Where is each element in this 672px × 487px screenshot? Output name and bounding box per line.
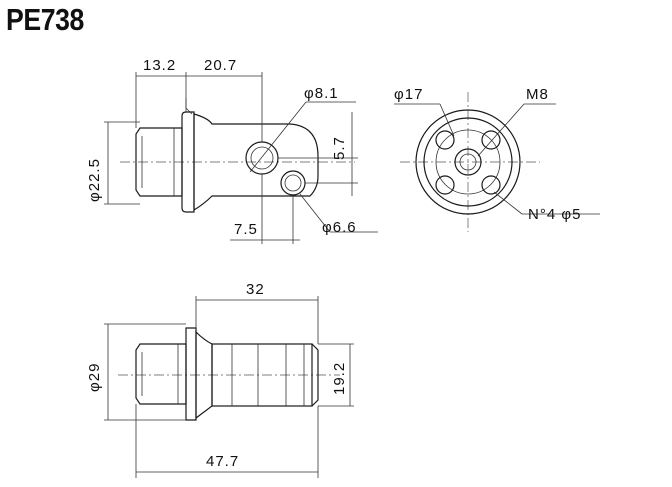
top-view-small-hole — [280, 170, 306, 196]
dim-label-47-7: 47.7 — [206, 453, 239, 470]
end-view-thread-hole — [454, 148, 482, 176]
end-view-hole-4 — [481, 175, 501, 195]
side-view-threaded-body — [211, 343, 319, 407]
dim-label-32: 32 — [246, 281, 265, 298]
dim-5-7: 5.7 — [278, 112, 358, 196]
side-view-flange — [185, 327, 197, 421]
dim-label-8-1: φ8.1 — [304, 85, 339, 102]
end-view-hole-2 — [481, 130, 501, 150]
dim-n4-5: N°4 φ5 — [493, 191, 600, 223]
dim-13-2: 13.2 — [135, 57, 263, 142]
end-view: φ17 M8 N°4 φ5 — [394, 86, 600, 232]
dim-label-17: φ17 — [394, 86, 423, 103]
dim-label-m8: M8 — [526, 86, 549, 103]
end-view-face — [423, 117, 513, 207]
dim-label-22-5: φ22.5 — [86, 158, 103, 202]
dim-32: 32 — [195, 281, 319, 344]
end-view-hole-1 — [435, 130, 455, 150]
end-view-outer-disc — [415, 109, 521, 215]
dim-19-2: 19.2 — [318, 343, 354, 407]
top-view-large-hole — [245, 141, 279, 175]
dim-label-29: φ29 — [86, 363, 103, 392]
dim-22-5: φ22.5 — [86, 121, 140, 205]
part-number-title: PE738 — [6, 2, 84, 37]
top-view-body — [193, 113, 319, 212]
dim-label-7-5: 7.5 — [234, 221, 258, 238]
side-view-hex-head — [135, 343, 187, 405]
top-view-flange — [181, 98, 195, 213]
dim-label-20-7: 20.7 — [204, 57, 237, 74]
side-view: 32 φ29 19.2 47.7 — [86, 281, 354, 478]
dim-6-6: φ6.6 — [299, 193, 378, 236]
dim-label-6-6: φ6.6 — [322, 219, 357, 236]
top-view: 13.2 20.7 φ8.1 5.7 φ22.5 7.5 — [86, 57, 378, 244]
dim-m8: M8 — [477, 86, 556, 157]
end-view-hole-3 — [435, 175, 455, 195]
dim-20-7: 20.7 — [204, 57, 237, 74]
dim-label-13-2: 13.2 — [143, 57, 176, 74]
dim-17: φ17 — [394, 86, 455, 137]
dim-7-5: 7.5 — [230, 174, 300, 244]
dim-8-1: φ8.1 — [249, 85, 356, 173]
dim-29: φ29 — [86, 323, 186, 421]
dim-label-n4-5: N°4 φ5 — [528, 206, 581, 223]
dim-label-5-7: 5.7 — [331, 136, 348, 160]
dim-47-7: 47.7 — [135, 404, 319, 478]
end-view-pcd-circle — [435, 129, 501, 195]
dim-label-19-2: 19.2 — [331, 362, 348, 395]
